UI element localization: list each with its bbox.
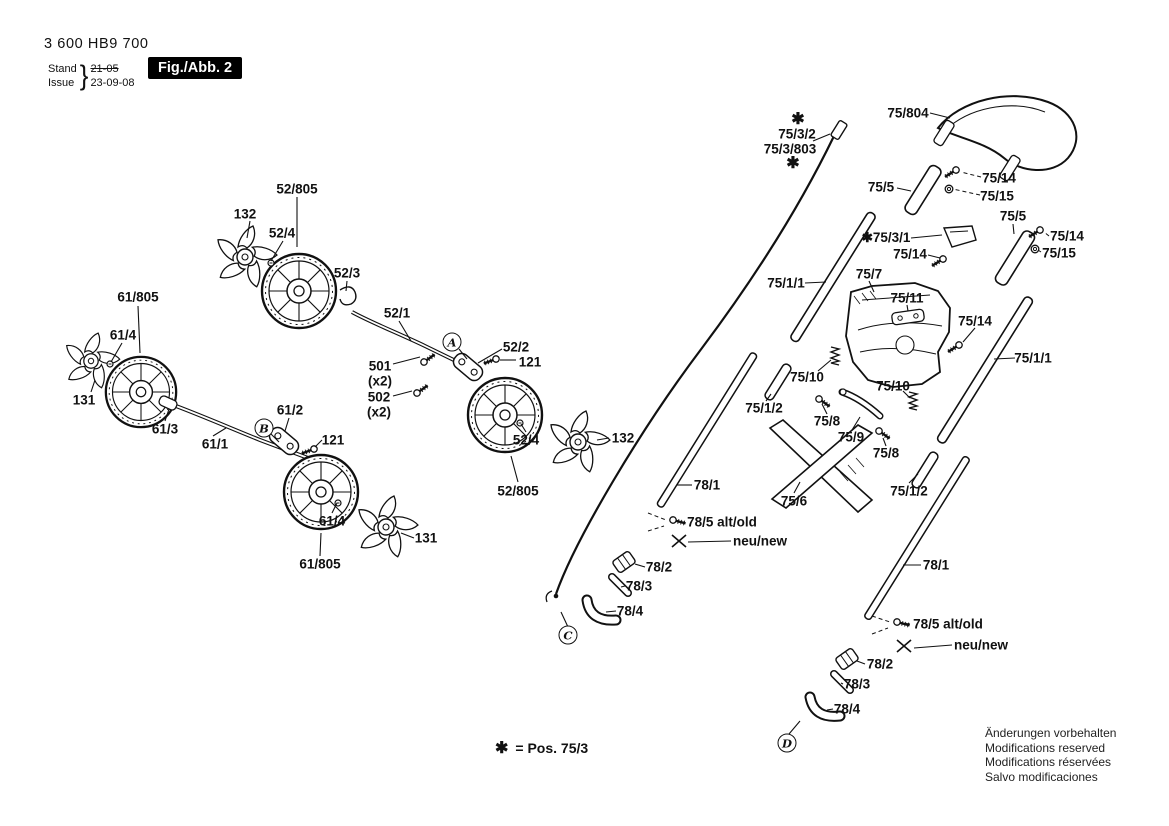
part-label: 78/1 xyxy=(922,557,950,573)
part-label: 52/805 xyxy=(497,483,539,499)
part-label: 52/2 xyxy=(502,339,530,355)
section-letter: D xyxy=(777,733,797,753)
part-label: 75/14 xyxy=(1050,228,1084,244)
part-label: (x2) xyxy=(367,373,393,389)
part-label: 121 xyxy=(321,432,345,448)
part-label: 61/805 xyxy=(299,556,341,572)
part-label: 78/4 xyxy=(833,701,861,717)
part-label: 75/15 xyxy=(980,188,1014,204)
part-label: 61/4 xyxy=(318,513,346,529)
part-label: 78/4 xyxy=(616,603,644,619)
part-label: 61/4 xyxy=(109,327,137,343)
part-label: 78/5 alt/old xyxy=(913,616,983,632)
part-number: 3 600 HB9 700 xyxy=(44,36,149,52)
part-label: 502 xyxy=(367,389,391,405)
star-mark: ✱ xyxy=(786,155,800,172)
part-label: 75/3/2 xyxy=(778,126,816,142)
revision-brace: } xyxy=(79,59,89,91)
part-label: 75/3/803 xyxy=(763,141,817,157)
part-label: ✱75/3/1 xyxy=(861,230,911,245)
part-label: 132 xyxy=(233,206,257,222)
section-letter: C xyxy=(558,625,578,645)
part-label: 132 xyxy=(611,430,635,446)
hardware-drawing xyxy=(581,164,1046,722)
part-label: 61/1 xyxy=(201,436,229,452)
part-label: 78/5 alt/old xyxy=(687,514,757,530)
part-label: 75/9 xyxy=(837,429,865,445)
figure-badge: Fig./Abb. 2 xyxy=(148,57,243,79)
star-mark: ✱ xyxy=(495,740,509,757)
revision-block: Stand Issue } 21-05 23-09-08 xyxy=(48,59,135,91)
part-label: 121 xyxy=(518,354,542,370)
wheel-drawing xyxy=(104,252,544,531)
part-label: 75/14 xyxy=(958,313,992,329)
part-label: 75/1/2 xyxy=(890,483,928,499)
part-label: (x2) xyxy=(366,404,392,420)
part-label: 75/8 xyxy=(872,445,900,461)
legal-line: Änderungen vorbehalten xyxy=(985,726,1117,740)
dashed-leaders xyxy=(647,171,1050,635)
legal-line: Modifications reserved xyxy=(985,740,1106,755)
part-label: 52/805 xyxy=(276,181,318,197)
legal-notice: Änderungen vorbehalten Modifications res… xyxy=(985,726,1116,784)
part-label: neu/new xyxy=(953,637,1009,653)
handle-drawing xyxy=(933,95,1078,248)
part-label: 75/7 xyxy=(855,266,883,282)
section-letter: B xyxy=(254,418,274,438)
part-label: 75/1/2 xyxy=(745,400,783,416)
part-label: 75/6 xyxy=(780,493,808,509)
part-label: 75/5 xyxy=(867,179,895,195)
part-label: 131 xyxy=(414,530,438,546)
part-label: 78/2 xyxy=(866,656,894,672)
part-label: 61/2 xyxy=(276,402,304,418)
part-label: 75/11 xyxy=(890,290,924,306)
leader-lines xyxy=(90,112,1016,735)
part-label: 78/2 xyxy=(645,559,673,575)
part-label: 52/4 xyxy=(268,225,296,241)
legal-line: Salvo modificaciones xyxy=(985,769,1098,784)
part-label: 61/3 xyxy=(151,421,179,437)
part-label: 78/3 xyxy=(843,676,871,692)
part-label: 61/805 xyxy=(117,289,159,305)
stand-label: Stand xyxy=(48,62,77,75)
part-label: 75/804 xyxy=(887,105,929,121)
part-label: 131 xyxy=(72,392,96,408)
star-mark: ✱ xyxy=(791,111,805,128)
cable-drawing xyxy=(545,120,848,603)
chassis-drawing xyxy=(845,282,951,388)
issue-value: 23-09-08 xyxy=(90,76,135,89)
issue-label: Issue xyxy=(48,76,75,89)
part-label: 75/14 xyxy=(982,170,1016,186)
footnote-text: = Pos. 75/3 xyxy=(515,740,589,756)
tube-drawing xyxy=(656,164,1036,621)
fastener-drawing xyxy=(106,259,524,507)
part-label: 75/8 xyxy=(813,413,841,429)
stand-value: 21-05 xyxy=(90,62,119,75)
part-label: 75/15 xyxy=(1042,245,1076,261)
axle-drawing xyxy=(175,310,463,460)
part-label: 52/1 xyxy=(383,305,411,321)
part-label: 52/4 xyxy=(512,432,540,448)
part-label: 78/1 xyxy=(693,477,721,493)
section-letter: A xyxy=(442,332,462,352)
part-label: 75/14 xyxy=(893,246,927,262)
legal-line: Modifications réservées xyxy=(985,755,1112,769)
part-label: 52/3 xyxy=(333,265,361,281)
part-label: 75/1/1 xyxy=(1014,350,1052,366)
part-label: 75/5 xyxy=(999,208,1027,224)
part-label: 75/10 xyxy=(876,378,910,394)
part-label: 75/10 xyxy=(790,369,824,385)
part-label: 78/3 xyxy=(625,578,653,594)
footnote: ✱ = Pos. 75/3 xyxy=(495,738,588,758)
part-label: 501 xyxy=(368,358,392,374)
part-label: 75/1/1 xyxy=(767,275,805,291)
part-label: neu/new xyxy=(732,533,788,549)
